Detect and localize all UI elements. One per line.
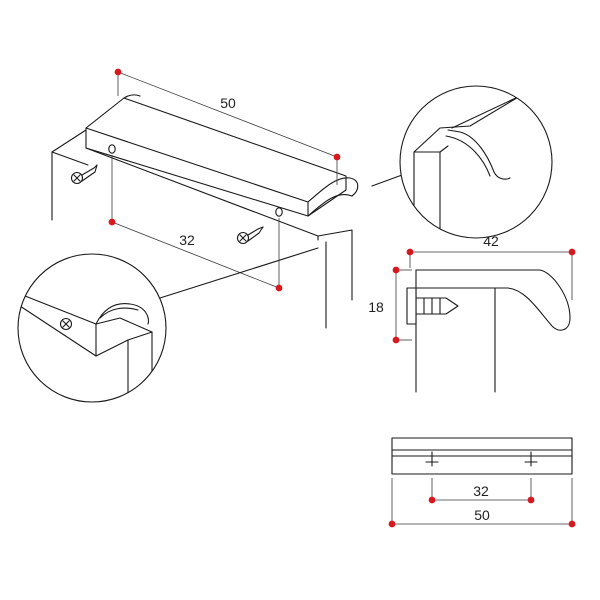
dimension-label-depth: 42 — [483, 233, 499, 249]
dimension-hole-spacing-32: 32 — [108, 155, 283, 292]
detail-circle — [17, 253, 167, 403]
detail-callout-top — [371, 85, 553, 239]
detail-circle — [399, 85, 553, 239]
hole-marker — [425, 451, 439, 467]
dimension-label-front-hole-spacing: 32 — [473, 483, 489, 499]
side-view: 42 18 — [368, 233, 576, 393]
hole-marker — [524, 451, 538, 467]
mounting-hole — [108, 144, 116, 154]
isometric-view: 50 32 — [51, 68, 359, 329]
detail-callout-bottom — [17, 247, 319, 403]
dimension-front-50: 50 — [388, 478, 576, 528]
dimension-label-front-length: 50 — [474, 507, 490, 523]
dimension-front-32: 32 — [428, 478, 535, 504]
handle-iso — [85, 94, 359, 217]
side-screw — [406, 287, 459, 325]
dimension-depth-42: 42 — [406, 233, 576, 300]
screw-icon — [70, 164, 98, 185]
dimension-label-hole-spacing: 32 — [179, 232, 195, 248]
screw-icon — [59, 317, 73, 331]
dimension-label-height: 18 — [368, 299, 384, 315]
dimension-height-18: 18 — [368, 266, 412, 344]
front-view: 32 50 — [388, 437, 576, 528]
screw-icon — [236, 226, 264, 245]
mounting-hole — [275, 207, 283, 217]
dimension-label-length: 50 — [220, 95, 236, 111]
dimension-length-50: 50 — [114, 68, 341, 185]
